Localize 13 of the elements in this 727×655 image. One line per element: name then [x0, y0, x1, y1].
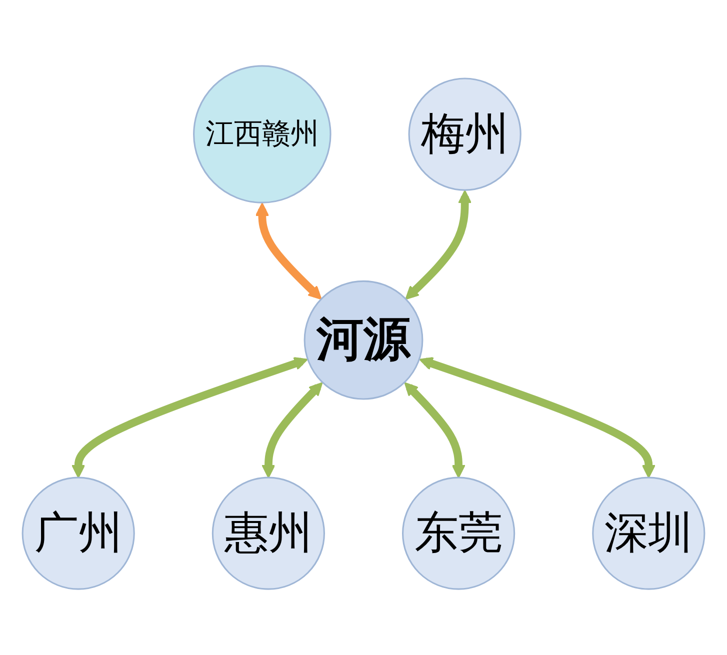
arrow [405, 190, 472, 300]
node-circle: 深圳 [592, 476, 706, 590]
arrow [255, 202, 322, 300]
node-circle: 梅州 [408, 78, 522, 191]
arrow [262, 382, 323, 478]
node-circle: 惠州 [212, 476, 325, 590]
arrow [419, 356, 656, 478]
arrow [404, 382, 466, 478]
arrow [71, 356, 308, 478]
node-circle: 江西赣州 [193, 65, 332, 204]
node-circle: 广州 [22, 476, 135, 590]
node-circle: 河源 [304, 280, 424, 400]
node-circle: 东莞 [402, 476, 516, 590]
